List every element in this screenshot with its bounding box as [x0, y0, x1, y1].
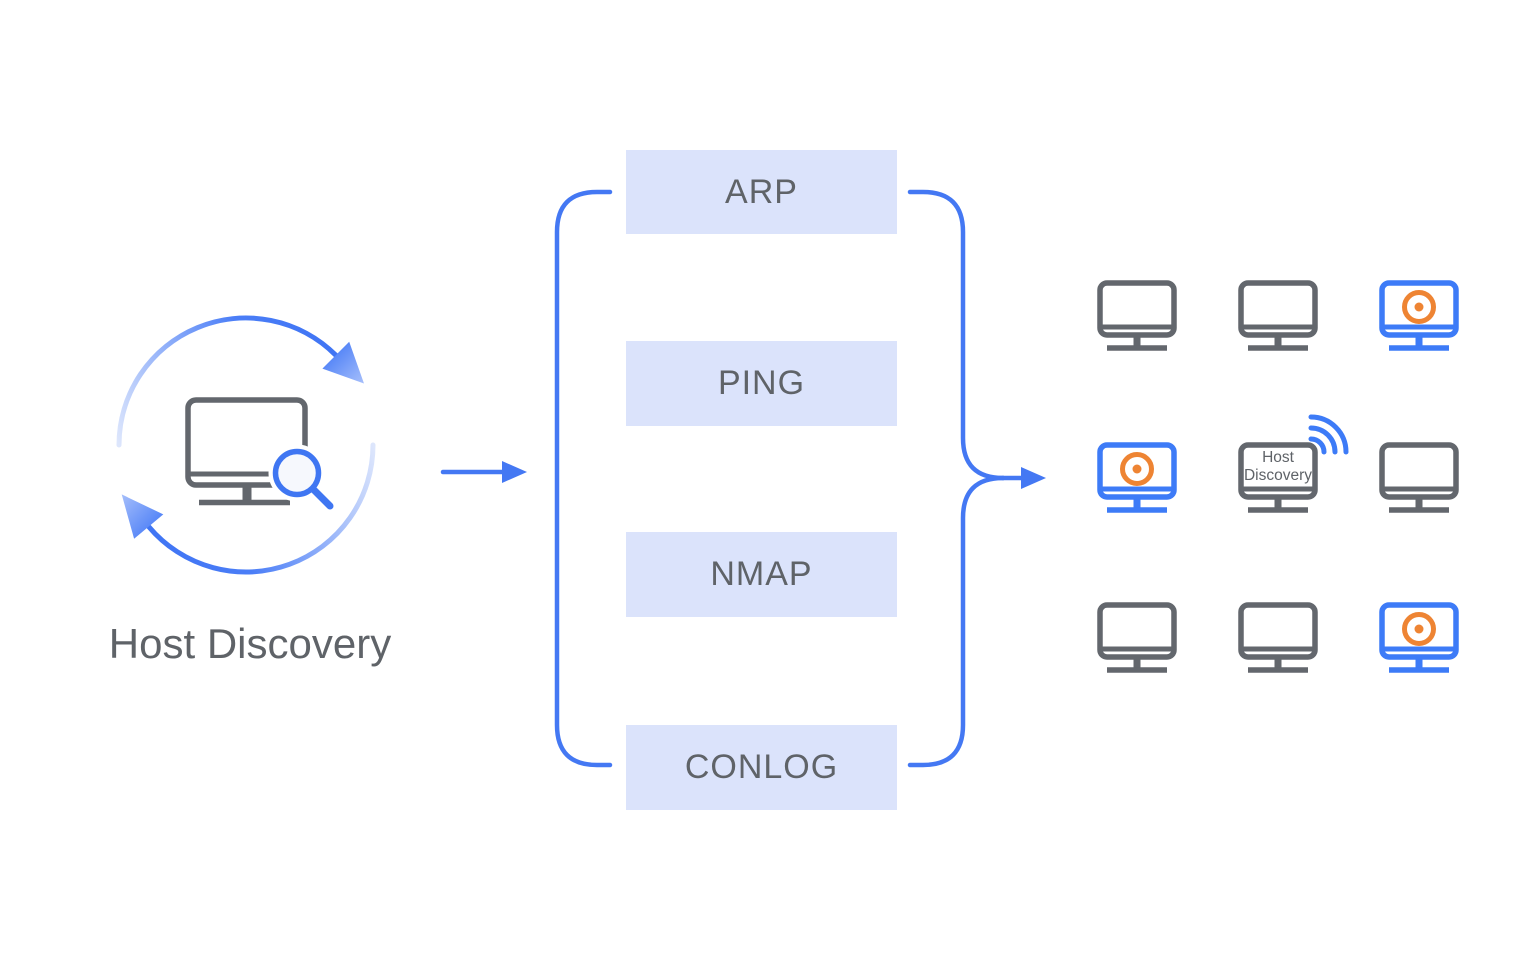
arrowhead-top	[322, 341, 364, 384]
method-label: ARP	[725, 172, 798, 211]
host-monitor-label: Host Discovery	[1243, 449, 1313, 484]
monitor-icon	[1097, 280, 1177, 352]
monitor-search-icon	[185, 397, 338, 514]
discovered-monitor-icon	[1379, 280, 1459, 352]
arrowhead-bottom	[121, 494, 164, 539]
target-icon	[1123, 455, 1152, 484]
method-box-conlog: CONLOG	[626, 725, 897, 810]
monitor-icon	[1097, 602, 1177, 674]
method-label: PING	[717, 364, 806, 402]
discovered-monitor-icon	[1097, 442, 1177, 514]
monitor-icon	[1379, 442, 1459, 514]
flow-arrow-right	[1000, 467, 1046, 489]
method-box-ping: PING	[626, 341, 897, 426]
method-label: CONLOG	[684, 748, 839, 786]
discovered-monitor-icon	[1379, 602, 1459, 674]
monitor-icon	[1238, 602, 1318, 674]
monitor-icon	[1238, 280, 1318, 352]
method-box-nmap: NMAP	[626, 532, 897, 617]
method-label: NMAP	[710, 555, 813, 593]
bracket-right-bottom	[907, 475, 1006, 768]
target-icon	[1405, 615, 1434, 644]
host-discovery-cycle-icon	[116, 315, 376, 575]
target-icon	[1405, 293, 1434, 322]
page-title: Host Discovery	[108, 620, 392, 667]
magnifier-icon	[268, 444, 338, 514]
wifi-signal-icon	[1308, 414, 1349, 455]
bracket-left	[554, 189, 613, 768]
refresh-arrows-icon	[116, 315, 376, 575]
flow-arrow-left	[440, 461, 527, 483]
method-box-arp: ARP	[626, 150, 897, 234]
bracket-right-top	[907, 189, 1006, 481]
